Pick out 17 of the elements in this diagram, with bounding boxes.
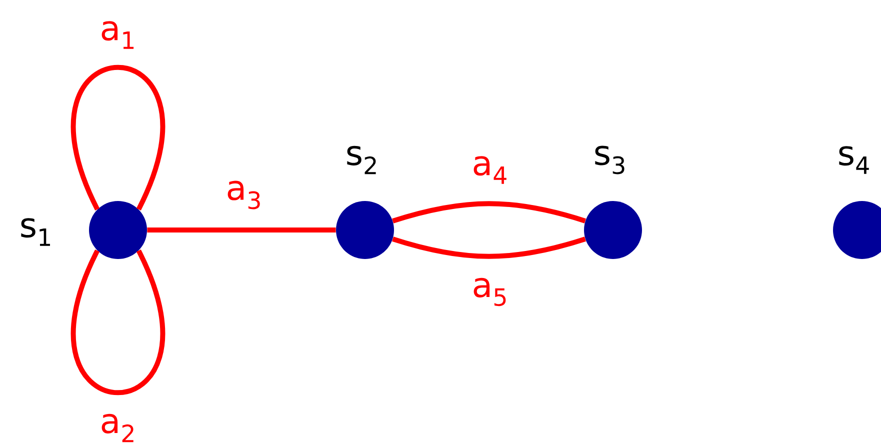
edge-label: a$_{3}$	[224, 180, 264, 210]
edge-label: a$_{2}$	[98, 412, 138, 444]
edge-line	[392, 236, 586, 259]
edge-label: a$_{5}$	[470, 276, 510, 308]
edge-line	[147, 228, 336, 232]
vertex-label: s$_{3}$	[595, 146, 624, 174]
vertex-label: s$_{1}$	[21, 218, 50, 246]
vertex-dot	[336, 201, 394, 259]
edge-line	[71, 65, 165, 210]
edge-line	[71, 250, 165, 395]
edge-label: a$_{4}$	[470, 155, 510, 185]
edge-line	[392, 201, 586, 224]
edge-label: a$_{1}$	[98, 20, 138, 50]
vertex-label: s$_{2}$	[347, 146, 376, 174]
vertex-label: s$_{4}$	[839, 146, 869, 174]
vertex-dot	[584, 201, 642, 259]
vertex-dot	[89, 201, 147, 259]
